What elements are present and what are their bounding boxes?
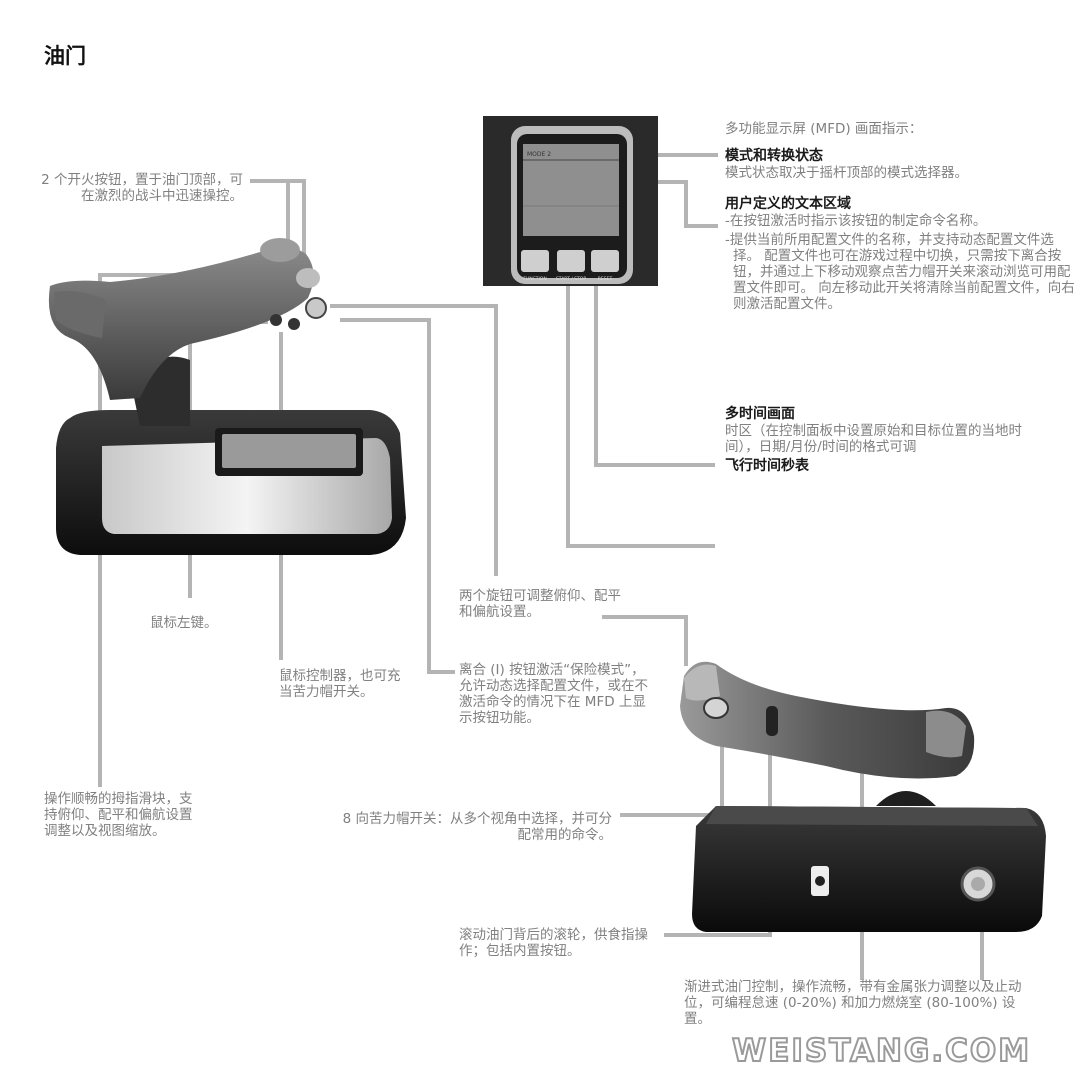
mfd-multitime-title: 多时间画面 [725, 406, 795, 422]
caption-mouse-left: 鼠标左键。 [150, 615, 218, 631]
mfd-start-stop-button[interactable] [557, 250, 585, 272]
leader-mfd-timer [566, 274, 715, 548]
throttle-image-bottom [680, 661, 1046, 932]
caption-fire-buttons: 2 个开火按钮，置于油门顶部，可在激烈的战斗中迅速操控。 [41, 172, 243, 204]
leader-clutch [340, 318, 455, 674]
mfd-start-stop-label: START / STOP [556, 276, 586, 282]
caption-mouse-controller: 鼠标控制器，也可充当苦力帽开关。 [279, 668, 401, 700]
caption-thumb-slider: 操作顺畅的拇指滑块，支持俯仰、配平和偏航设置调整以及视图缩放。 [44, 791, 193, 839]
mfd-user-text-title: 用户定义的文本区域 [725, 196, 851, 212]
mfd-flight-timer-title: 飞行时间秒表 [725, 458, 809, 474]
mfd-user-text-2: -提供当前所用配置文件的名称，并支持动态配置文件选择。 配置文件也可在游戏过程中… [725, 232, 1075, 312]
leader-scroll-wheel [664, 738, 772, 937]
mfd-multitime-text: 时区（在控制面板中设置原始和目标位置的当地时间），日期/月份/时间的格式可调 [725, 423, 1022, 455]
mfd-reset-button[interactable] [591, 250, 619, 272]
caption-hat-switch: 8 向苦力帽开关：从多个视角中选择，并可分配常用的命令。 [342, 811, 612, 843]
page-title: 油门 [44, 44, 86, 68]
mfd-function-label: FUNCTION [523, 276, 546, 282]
watermark: WEISTANG.COM [731, 1032, 1032, 1070]
caption-rotary-knobs: 两个旋钮可调整俯仰、配平和偏航设置。 [459, 588, 621, 620]
throttle-image-top [48, 238, 406, 555]
mfd-reset-label: RESET [598, 276, 613, 282]
mfd-function-button[interactable] [521, 250, 549, 272]
leader-mfd-multitime [594, 224, 715, 467]
leader-rotary-knobs [330, 304, 498, 576]
caption-clutch: 离合 (I) 按钮激活“保险模式”，允许动态选择配置文件，或在不激活命令的情况下… [459, 662, 648, 726]
leader-knobs-2 [602, 615, 688, 666]
mfd-user-text-1: -在按钮激活时指示该按钮的制定命令名称。 [725, 213, 987, 229]
leader-fire-buttons-2 [250, 179, 306, 262]
caption-scroll-wheel: 滚动油门背后的滚轮，供食指操作；包括内置按钮。 [459, 927, 648, 959]
mfd-screen-image: MODE 2 FUNCTION START / STOP RESET [483, 116, 658, 286]
mfd-mode-title: 模式和转换状态 [725, 148, 823, 164]
mfd-intro: 多功能显示屏 (MFD) 画面指示： [725, 121, 923, 137]
mfd-description: 多功能显示屏 (MFD) 画面指示： 模式和转换状态 模式状态取决于摇杆顶部的模… [725, 121, 1075, 312]
mfd-mode-text: 模式状态取决于摇杆顶部的模式选择器。 [725, 165, 968, 181]
caption-progressive-throttle: 渐进式油门控制，操作流畅，带有金属张力调整以及止动位，可编程怠速 (0-20%)… [684, 979, 1022, 1027]
mfd-mode-label: MODE 2 [527, 151, 551, 158]
mfd-multitime: 多时间画面 时区（在控制面板中设置原始和目标位置的当地时间），日期/月份/时间的… [725, 405, 1055, 475]
